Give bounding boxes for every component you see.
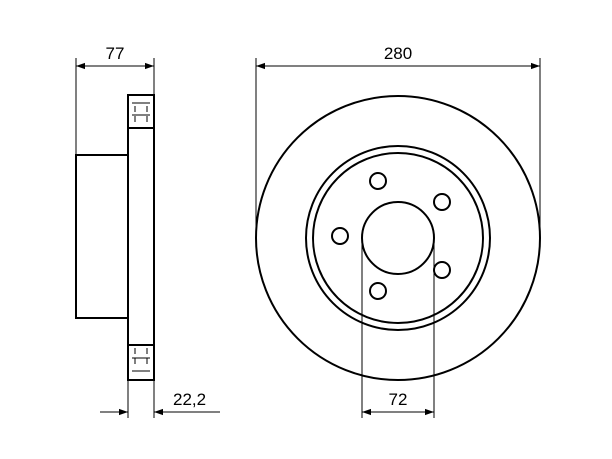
dimension-outer-diameter-label: 280	[384, 44, 412, 63]
bolt-hole	[331, 227, 349, 245]
dimension-center-bore-label: 72	[389, 390, 408, 409]
side-view-vent-bottom	[128, 344, 154, 372]
side-view-vent-top	[128, 102, 154, 129]
dimension-center-bore: 72	[361, 238, 435, 418]
side-view-disc	[127, 94, 155, 381]
side-view	[75, 94, 155, 381]
bolt-hole	[369, 282, 387, 300]
bolt-hole	[369, 172, 387, 190]
bolt-hole	[433, 261, 451, 279]
front-view-hub-inner-ring	[312, 152, 484, 324]
front-view-center-bore	[361, 201, 435, 275]
dimension-outer-diameter: 280	[255, 44, 541, 238]
dimension-disc-thickness-label: 22,2	[173, 390, 206, 409]
dimension-hub-height: 77	[75, 44, 155, 155]
front-view-outer-edge	[255, 95, 541, 381]
dimension-hub-height-label: 77	[106, 44, 125, 63]
bolt-hole	[433, 193, 451, 211]
front-view	[255, 95, 541, 381]
side-view-hub	[75, 154, 129, 319]
front-view-hub-outer-ring	[305, 145, 491, 331]
dimension-disc-thickness: 22,2	[100, 380, 220, 418]
